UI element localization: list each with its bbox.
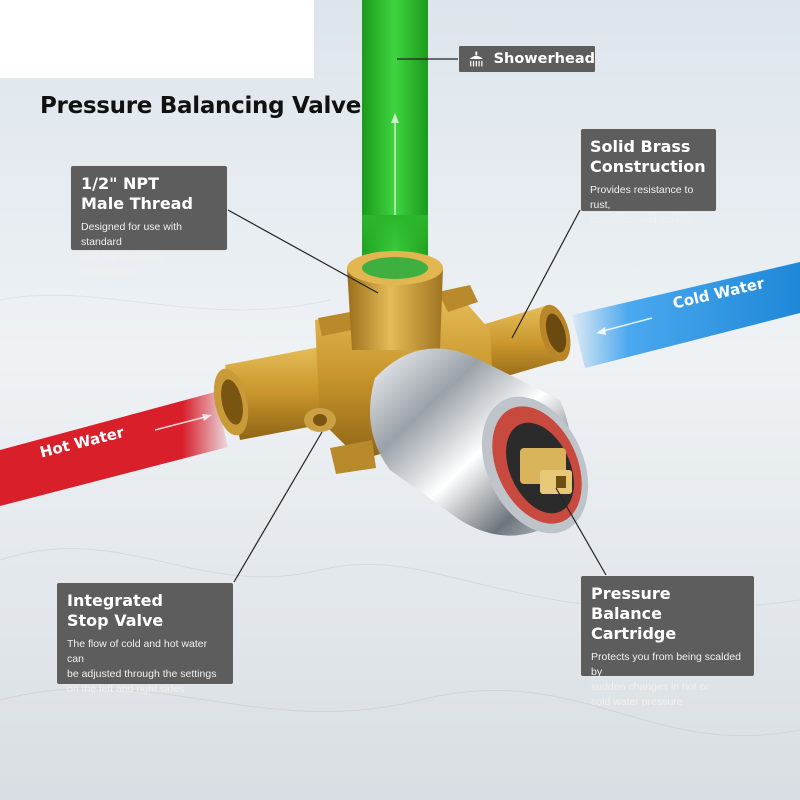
page-title: Pressure Balancing Valve bbox=[40, 93, 362, 119]
brass-desc-line2: corrosion, and tarnish bbox=[590, 214, 691, 226]
brass-heading-line2: Construction bbox=[590, 157, 706, 176]
cartridge-heading-line2: Cartridge bbox=[591, 624, 677, 643]
cartridge-desc-line1: Protects you from being scalded by bbox=[591, 651, 741, 678]
cartridge-desc-line2: sudden changes in hot or bbox=[591, 681, 709, 693]
brass-desc-line1: Provides resistance to rust, bbox=[590, 184, 694, 211]
hot-water-pipe bbox=[0, 392, 228, 506]
cold-water-pipe bbox=[572, 262, 800, 368]
stop-valve-callout: Integrated Stop Valve The flow of cold a… bbox=[56, 582, 234, 695]
cartridge-callout: Pressure Balance Cartridge Protects you … bbox=[580, 575, 755, 708]
stop-desc-line2: be adjusted through the settings bbox=[67, 668, 217, 680]
npt-heading-line1: 1/2" NPT bbox=[81, 174, 160, 193]
npt-desc-line1: Designed for use with standard bbox=[81, 221, 182, 248]
stop-heading-line1: Integrated bbox=[67, 591, 163, 610]
cartridge-desc-line3: cold water pressure bbox=[591, 696, 683, 708]
solid-brass-callout: Solid Brass Construction Provides resist… bbox=[580, 128, 717, 226]
npt-thread-callout: 1/2" NPT Male Thread Designed for use wi… bbox=[70, 165, 228, 278]
stop-desc-line3: on the left and right sides bbox=[67, 683, 185, 695]
brass-heading-line1: Solid Brass bbox=[590, 137, 691, 156]
stop-heading-line2: Stop Valve bbox=[67, 611, 164, 630]
npt-heading-line2: Male Thread bbox=[81, 194, 193, 213]
showerhead-label: Showerhead bbox=[493, 51, 595, 67]
npt-desc-line2: 1/2" US plumbing connections bbox=[81, 251, 163, 278]
showerhead-icon bbox=[469, 51, 483, 67]
stop-desc-line1: The flow of cold and hot water can bbox=[67, 638, 208, 665]
showerhead-callout: Showerhead bbox=[458, 45, 596, 73]
cartridge-heading-line1: Pressure Balance bbox=[591, 584, 671, 623]
